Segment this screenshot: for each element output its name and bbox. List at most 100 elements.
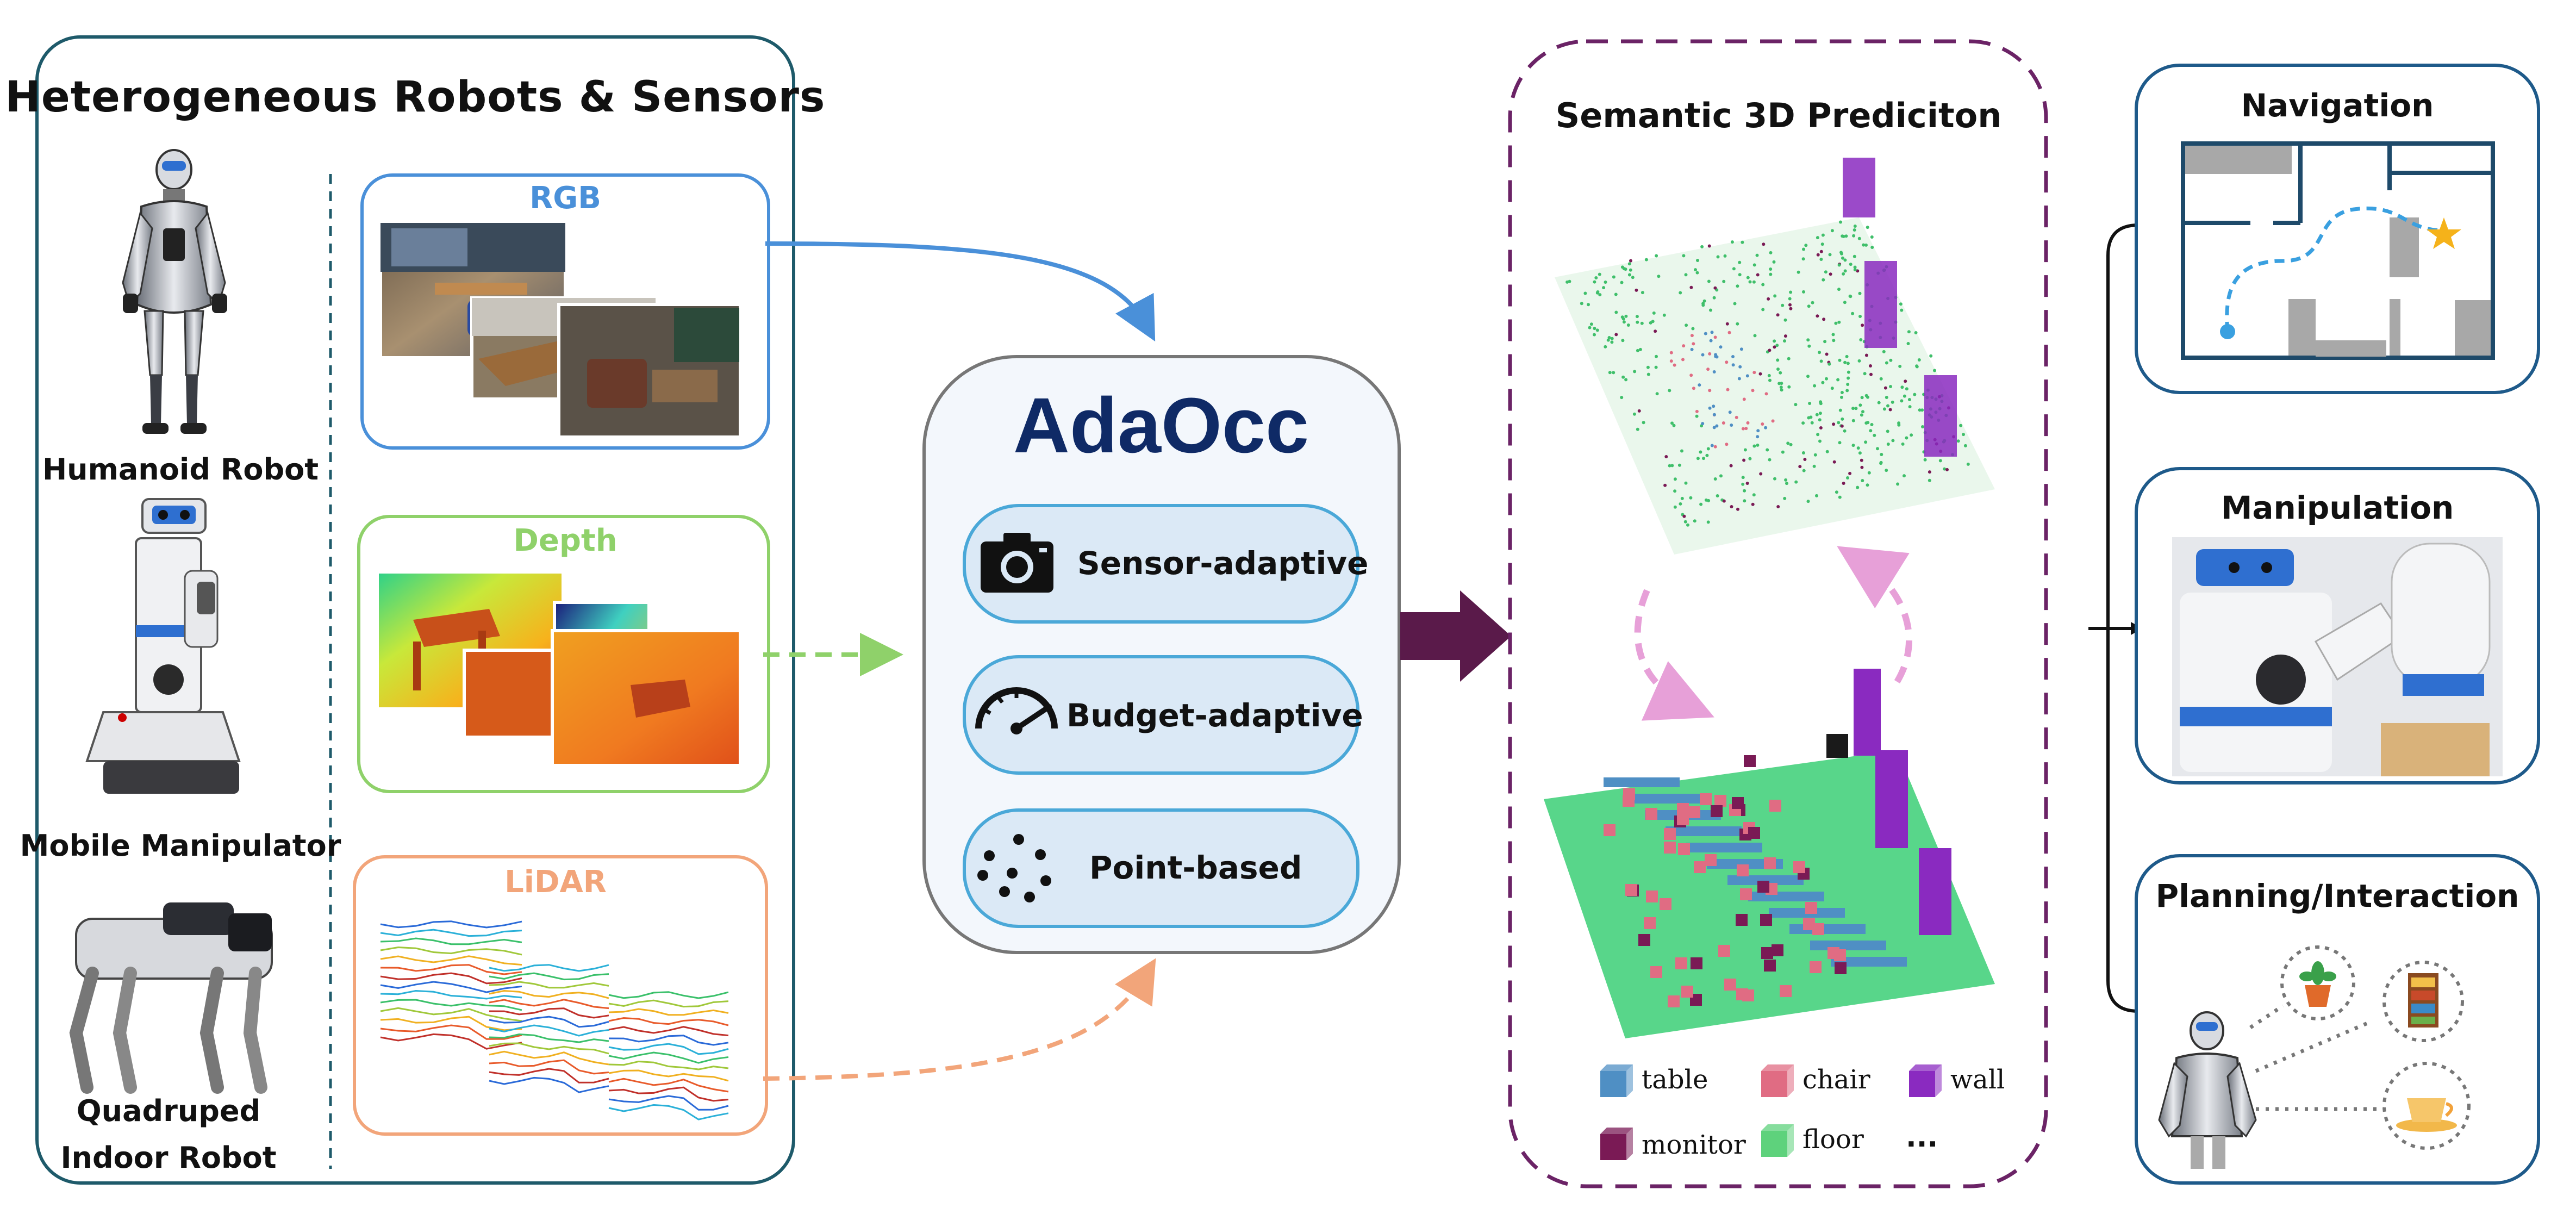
cloud-point <box>1677 463 1681 467</box>
cloud-point <box>1700 245 1704 248</box>
cloud-point <box>1910 433 1913 437</box>
cloud-point <box>1741 240 1744 244</box>
voxel-chair <box>1638 934 1650 946</box>
cloud-point <box>1689 285 1693 289</box>
cloud-point <box>1773 345 1776 349</box>
voxel-wall <box>1875 750 1908 848</box>
cloud-point <box>1641 291 1644 295</box>
cloud-point <box>1882 407 1886 411</box>
cloud-point <box>1822 317 1826 321</box>
cloud-point <box>1857 359 1861 363</box>
cloud-point <box>1614 292 1618 296</box>
voxel-wall <box>1919 848 1951 935</box>
cloud-point <box>1849 263 1853 266</box>
cloud-point <box>1869 372 1873 376</box>
voxel-table <box>1624 794 1700 804</box>
cloud-point <box>1886 429 1889 433</box>
cloud-point <box>1818 418 1822 422</box>
lidar-line <box>608 1043 729 1055</box>
voxel-chair <box>1681 986 1693 998</box>
cloud-point <box>1761 283 1765 287</box>
cloud-point <box>1691 327 1695 331</box>
cloud-point <box>1596 290 1600 294</box>
cloud-point <box>1815 494 1818 497</box>
cloud-point <box>1838 441 1842 445</box>
cloud-point <box>1806 338 1810 342</box>
cloud-point <box>1725 360 1729 364</box>
cloud-point <box>1692 342 1695 346</box>
cloud-point <box>1669 359 1673 363</box>
cloud-point <box>1769 251 1773 254</box>
cloud-point <box>1808 402 1812 405</box>
cloud-point <box>1804 244 1808 247</box>
cloud-point <box>1876 447 1879 451</box>
cloud-point <box>1710 331 1714 334</box>
cloud-point <box>1781 303 1785 307</box>
cloud-point <box>1712 413 1716 416</box>
cloud-point <box>1746 421 1750 425</box>
cloud-point <box>1701 422 1705 426</box>
cloud-point <box>1636 320 1639 324</box>
cloud-point <box>1914 331 1918 334</box>
cloud-point <box>1761 308 1765 312</box>
cloud-point <box>1624 378 1628 382</box>
cloud-point <box>1713 286 1717 290</box>
cloud-point <box>1851 419 1855 422</box>
cloud-point <box>1694 268 1697 272</box>
cloud-point <box>1788 303 1792 307</box>
cloud-point <box>1632 412 1636 416</box>
cloud-point <box>1859 338 1863 341</box>
cloud-point <box>1830 387 1834 390</box>
lidar-line <box>489 964 609 972</box>
feature-box-point <box>963 808 1359 928</box>
voxel-chair <box>1732 797 1744 809</box>
cloud-point <box>1681 358 1685 362</box>
voxel-chair <box>1714 795 1726 807</box>
cloud-point <box>1629 259 1632 263</box>
rgb-images <box>379 221 742 439</box>
cloud-point <box>1587 303 1590 307</box>
cloud-point <box>1788 297 1792 301</box>
legend-label-floor: floor <box>1802 1124 1864 1155</box>
cloud-point <box>1907 330 1911 334</box>
cloud-point <box>1915 365 1919 369</box>
lidar-line <box>489 972 609 981</box>
legend-swatch-top <box>1761 1064 1794 1071</box>
cloud-point <box>1886 404 1889 408</box>
lidar-line <box>608 1008 729 1016</box>
cloud-point <box>1832 422 1836 426</box>
cloud-point <box>1860 413 1863 417</box>
cloud-point <box>1807 304 1811 308</box>
cloud-point <box>1837 421 1841 425</box>
cloud-point <box>1701 302 1705 306</box>
cloud-point <box>1853 228 1856 232</box>
lidar-line <box>489 1024 609 1037</box>
cloud-point <box>1673 363 1676 367</box>
cloud-point <box>1856 269 1860 273</box>
cloud-point <box>1743 499 1747 503</box>
cloud-point <box>1906 342 1910 345</box>
cloud-point <box>1913 393 1917 396</box>
legend-label-more: ... <box>1906 1121 1938 1154</box>
voxel-chair <box>1678 843 1690 855</box>
cloud-point <box>1802 247 1805 251</box>
cloud-point <box>1900 308 1904 312</box>
cloud-point <box>1963 444 1967 447</box>
voxel-chair <box>1644 917 1656 929</box>
cloud-point <box>1608 371 1612 375</box>
cloud-point <box>1776 505 1780 508</box>
cloud-point <box>1832 339 1836 343</box>
cloud-point <box>1840 424 1844 428</box>
lidar-line <box>489 1042 609 1055</box>
cloud-point <box>1588 326 1592 329</box>
cloud-point <box>1695 414 1699 418</box>
cloud-point <box>1962 433 1965 437</box>
cloud-point <box>1783 339 1786 343</box>
cloud-point <box>1825 352 1829 356</box>
gauge-icon <box>975 687 1058 734</box>
voxel-chair <box>1769 800 1781 812</box>
lidar-line <box>380 981 522 993</box>
cloud-point <box>1725 443 1729 446</box>
lidar-line <box>489 989 609 999</box>
cloud-point <box>1736 507 1739 511</box>
